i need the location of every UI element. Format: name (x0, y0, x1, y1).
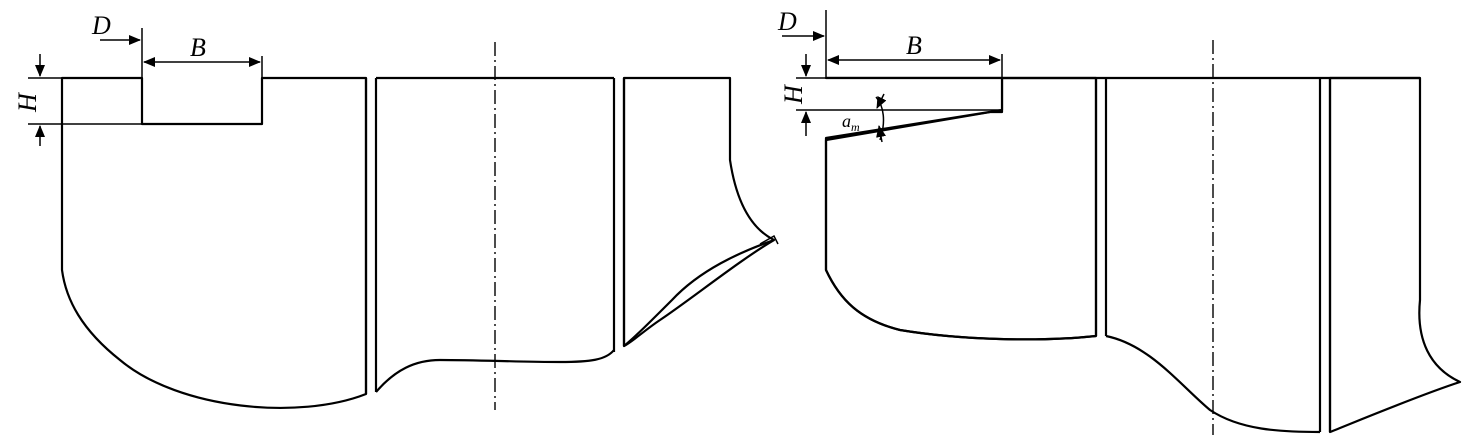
right-angle-arrow-top (876, 93, 887, 109)
right-label-b: B (906, 31, 922, 60)
right-groove-outline (824, 78, 1097, 341)
right-label-angle-a: a (842, 111, 851, 131)
right-label-h: H (779, 84, 808, 105)
left-label-b: B (190, 33, 206, 62)
right-label-angle: am (842, 111, 860, 134)
right-right-hatched-section (1328, 76, 1462, 434)
right-angle-arrow-bottom (876, 125, 886, 143)
right-bore-break-line (1105, 334, 1321, 434)
right-groove-void (826, 78, 1002, 138)
left-hatched-section (60, 76, 368, 409)
right-label-angle-sub: m (851, 120, 860, 134)
left-break-curve (623, 239, 775, 347)
left-label-h: H (13, 92, 42, 113)
left-panel: D B H (13, 11, 779, 410)
left-break-small-tip (759, 234, 779, 245)
right-label-d: D (777, 7, 797, 36)
left-right-hatched-section (622, 76, 776, 348)
right-panel: D B H am (777, 7, 1462, 435)
left-label-d: D (91, 11, 111, 40)
